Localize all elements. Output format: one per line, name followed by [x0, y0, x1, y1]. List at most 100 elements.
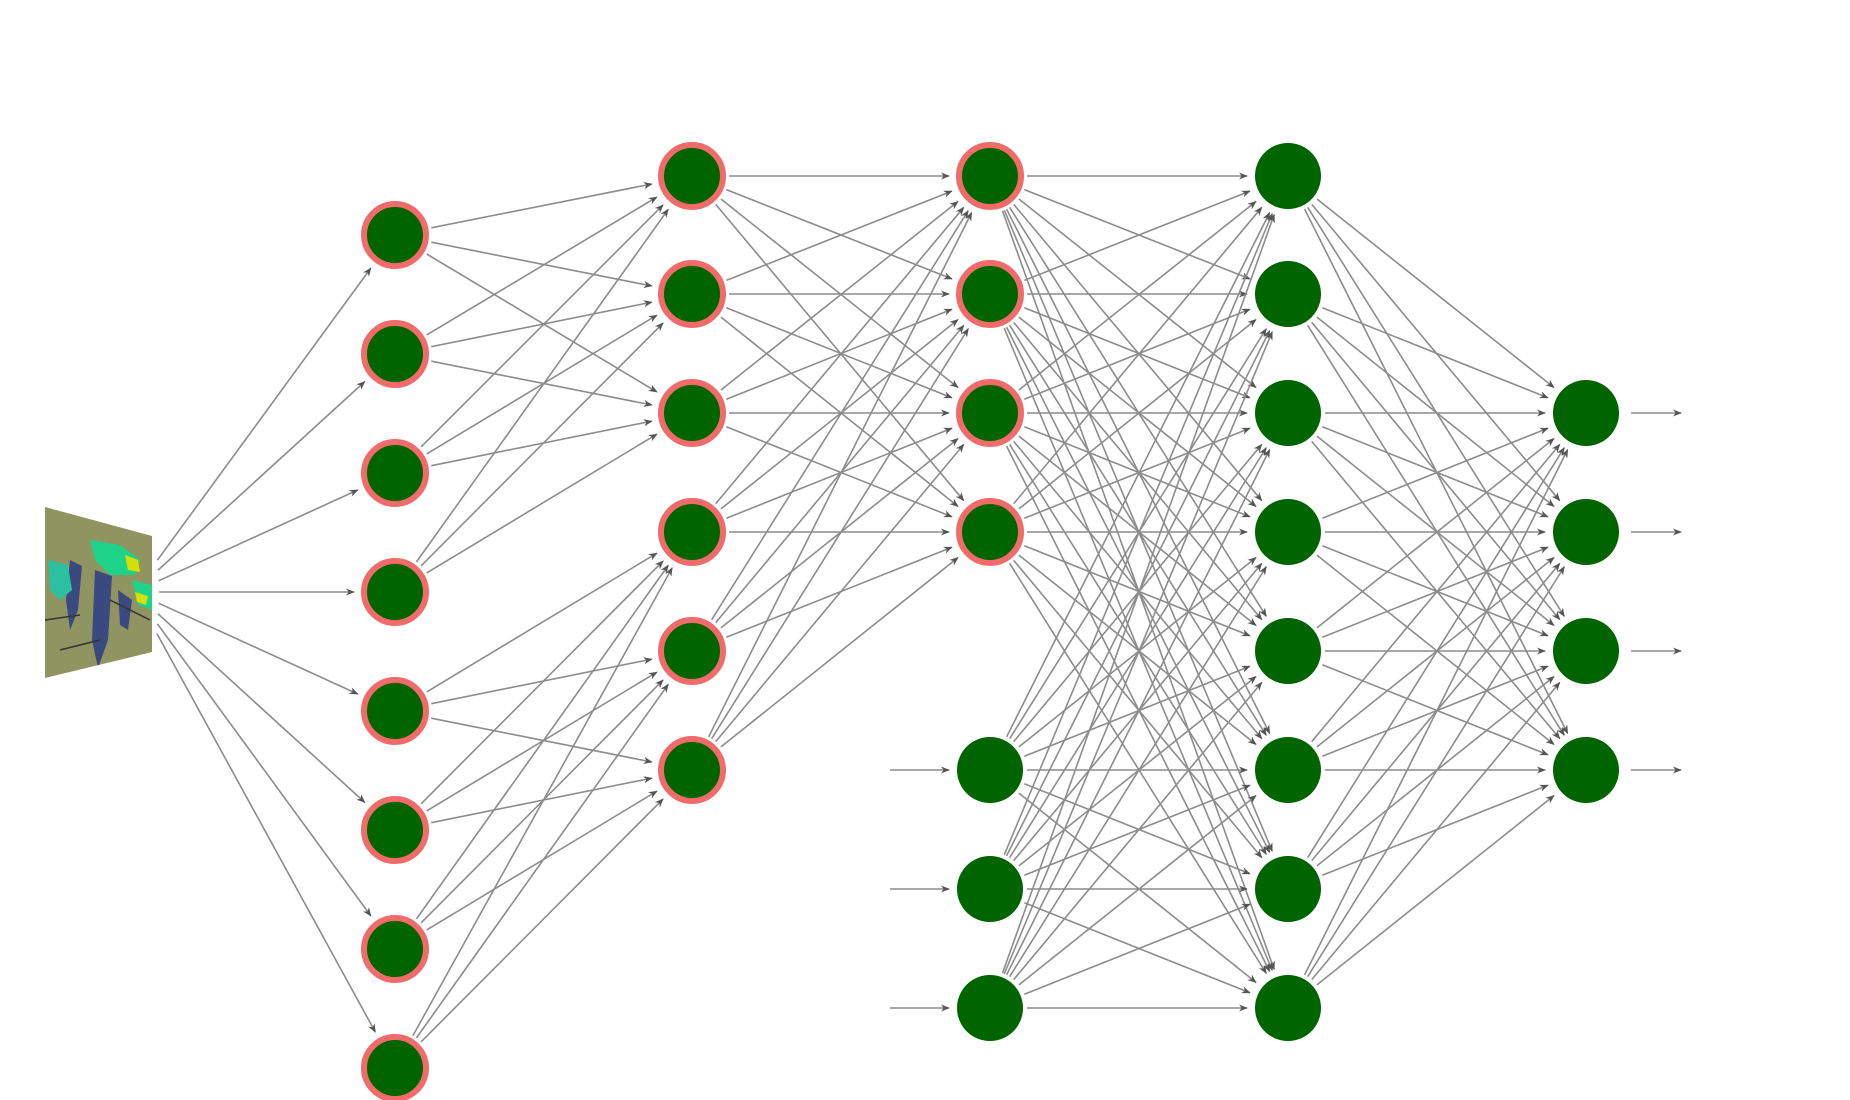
edge-l1-l2-0-0: [431, 182, 653, 229]
edge-l3-l4-1-3: [1018, 316, 1257, 508]
edge-l4-l5-7-2: [1311, 681, 1561, 981]
edge-l1-l2-5-5: [431, 776, 653, 824]
merge-layer-node-5: [957, 856, 1023, 922]
edge-l2-l3-5-3: [720, 556, 959, 748]
edge-l1-l2-0-1: [431, 241, 653, 288]
edge-l2-l3-2-1: [726, 308, 953, 401]
input-image: [45, 507, 152, 678]
conv-layer-1-node-6: [361, 915, 429, 983]
merge-layer-node-1: [956, 260, 1024, 328]
edge-l4-l5-2-1: [1322, 425, 1549, 518]
merge-layer-node-2: [956, 379, 1024, 447]
output-layer-node-2: [1553, 618, 1619, 684]
edge-l3-l4-3-7: [1008, 562, 1267, 975]
edge-input-l1-4: [158, 602, 359, 695]
edge-l3-l4-5-0: [1003, 212, 1273, 856]
neurons: [361, 142, 1619, 1100]
edge-l2-l3-4-3: [726, 546, 953, 639]
edge-l1-l2-2-2: [431, 419, 653, 467]
edge-l1-l2-4-5: [431, 717, 653, 764]
edge-l1-l2-1-1: [431, 300, 653, 348]
conv-layer-2-node-5: [658, 736, 726, 804]
edge-l4-l5-5-2: [1322, 665, 1549, 758]
edge-l4-l5-4-3: [1322, 663, 1549, 756]
edge-l4-l5-4-0: [1316, 437, 1555, 629]
connections: [156, 172, 1682, 1043]
edge-l3-l4-2-1: [1024, 308, 1251, 401]
edge-l3-l4-5-7: [1024, 901, 1251, 994]
edge-l2-l3-5-2: [715, 443, 965, 743]
edge-l3-l4-3-4: [1024, 544, 1251, 637]
edge-l3-l4-3-0: [1013, 206, 1263, 505]
merge-layer-node-4: [957, 737, 1023, 803]
edge-l2-l3-3-2: [726, 427, 953, 520]
edge-l1-l2-1-2: [431, 360, 653, 407]
edge-l4-l5-1-2: [1311, 321, 1561, 621]
hidden-layer-node-4: [1255, 618, 1321, 684]
edge-l3-l4-0-1: [1024, 188, 1251, 280]
edge-l4-l5-6-0: [1306, 446, 1565, 859]
conv-layer-2-node-1: [658, 260, 726, 328]
edge-l1-l2-0-2: [426, 253, 658, 393]
merge-layer-node-0: [956, 142, 1024, 210]
edge-l3-l4-2-5: [1013, 440, 1263, 740]
edge-l4-l5-3-3: [1316, 554, 1555, 746]
conv-layer-1-node-3: [361, 558, 429, 626]
edge-l3-l4-6-3: [1008, 565, 1267, 978]
conv-layer-2-node-4: [658, 617, 726, 685]
edge-l4-l5-3-2: [1322, 544, 1549, 637]
edge-input-l1-6: [156, 623, 372, 917]
edge-l3-l4-6-6: [1024, 903, 1251, 996]
edge-l3-l4-1-0: [1024, 190, 1251, 282]
edge-l3-l4-4-4: [1024, 665, 1251, 758]
edge-l4-l5-1-0: [1322, 306, 1549, 399]
edge-l1-l2-7-4: [415, 683, 669, 1039]
conv-layer-1-node-1: [361, 320, 429, 388]
hidden-layer-node-1: [1255, 261, 1321, 327]
edge-l4-l5-3-0: [1322, 427, 1549, 520]
edge-l3-l4-1-2: [1024, 306, 1251, 399]
hidden-layer-node-6: [1255, 856, 1321, 922]
edge-input-l1-0: [156, 267, 372, 561]
edge-l2-l3-2-0: [720, 200, 959, 391]
edge-l2-l3-1-3: [720, 316, 959, 508]
conv-layer-1-node-4: [361, 677, 429, 745]
edge-l3-l4-2-4: [1018, 435, 1257, 627]
hidden-layer-node-3: [1255, 499, 1321, 565]
edge-l2-l3-0-1: [726, 188, 953, 280]
edge-l1-l2-3-2: [426, 433, 658, 574]
edge-l3-l4-3-2: [1024, 427, 1251, 520]
edge-l3-l4-6-5: [1018, 794, 1257, 986]
conv-layer-2-node-0: [658, 142, 726, 210]
edge-l2-l3-1-2: [726, 306, 953, 399]
output-layer-node-0: [1553, 380, 1619, 446]
radar-satellite-image-thumbnail: [45, 507, 152, 678]
edge-l4-l5-4-1: [1322, 546, 1549, 639]
hidden-layer-node-2: [1255, 380, 1321, 446]
edge-l4-l5-0-0: [1316, 198, 1555, 389]
edge-l4-l5-1-1: [1316, 316, 1555, 508]
edge-l1-l2-3-0: [415, 208, 669, 563]
edge-l3-l4-6-2: [1005, 448, 1271, 976]
edge-l3-l4-3-1: [1018, 318, 1257, 510]
edge-input-l1-7: [156, 633, 376, 1033]
edge-l3-l4-4-6: [1024, 782, 1251, 875]
edge-l2-l3-2-3: [726, 425, 953, 518]
edge-l1-l2-6-3: [415, 564, 669, 920]
conv-layer-1-node-5: [361, 796, 429, 864]
edge-l1-l2-4-4: [431, 657, 653, 705]
hidden-layer-node-5: [1255, 737, 1321, 803]
edge-l1-l2-5-3: [420, 560, 664, 805]
conv-layer-1-node-7: [361, 1034, 429, 1100]
merge-layer-node-3: [956, 498, 1024, 566]
output-layer-node-1: [1553, 499, 1619, 565]
edge-l4-l5-7-1: [1306, 565, 1565, 978]
edge-input-l1-2: [158, 489, 359, 582]
edge-l4-l5-2-3: [1311, 440, 1561, 740]
edge-l3-l4-2-3: [1024, 425, 1251, 518]
edge-input-l1-5: [157, 613, 366, 803]
edge-l3-l4-6-0: [1001, 213, 1275, 974]
edge-l3-l4-1-4: [1013, 321, 1263, 621]
edge-l3-l4-3-5: [1018, 554, 1257, 746]
